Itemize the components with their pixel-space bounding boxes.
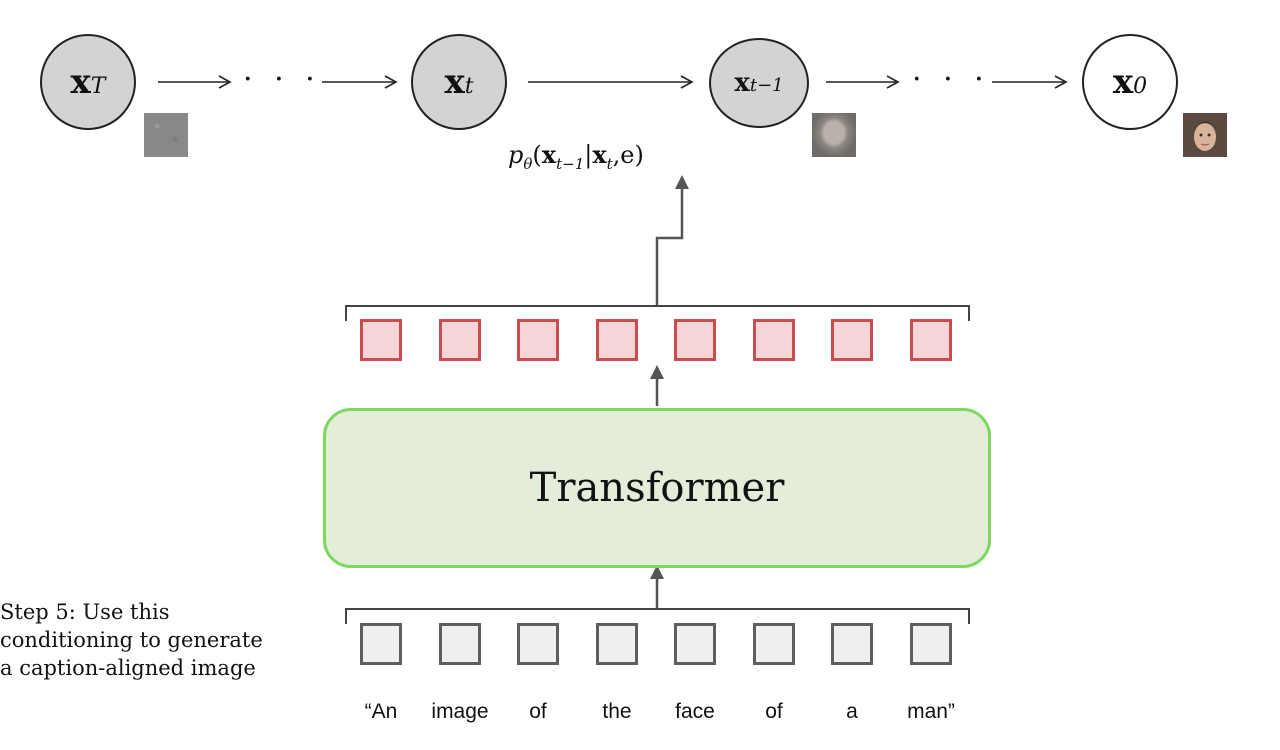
- output-token-3: [517, 319, 559, 361]
- partially-denoised-thumbnail: [812, 113, 856, 157]
- caption-word-7: a: [846, 700, 858, 723]
- output-token-6: [753, 319, 795, 361]
- conditioning-arrow: [655, 175, 689, 305]
- node-x-0: x0: [1082, 34, 1178, 130]
- input-token-4: [596, 623, 638, 665]
- output-token-4: [596, 319, 638, 361]
- input-token-2: [439, 623, 481, 665]
- transformer-block: Transformer: [323, 408, 991, 568]
- caption-word-3: of: [529, 700, 547, 723]
- face-thumbnail: [1183, 113, 1227, 157]
- input-token-7: [831, 623, 873, 665]
- node-x-T: xT: [40, 34, 136, 130]
- node-x-t-minus-1: xt−1: [709, 38, 809, 128]
- conditional-probability-formula: pθ(xt−1|xt,e): [508, 140, 644, 173]
- node-x-t: xt: [411, 34, 507, 130]
- output-embedding-bracket: [345, 305, 970, 321]
- input-token-8: [910, 623, 952, 665]
- caption-word-6: of: [765, 700, 783, 723]
- caption-word-5: face: [675, 700, 715, 723]
- output-token-8: [910, 319, 952, 361]
- caption-word-4: the: [602, 700, 632, 723]
- input-token-1: [360, 623, 402, 665]
- step-line-2: conditioning to generate: [0, 628, 263, 652]
- output-token-7: [831, 319, 873, 361]
- caption-word-1: “An: [364, 700, 398, 723]
- output-token-2: [439, 319, 481, 361]
- input-embedding-bracket: [345, 608, 970, 624]
- ellipsis-right: · · ·: [912, 62, 990, 97]
- step-line-3: a caption-aligned image: [0, 656, 256, 680]
- caption-word-2: image: [431, 700, 489, 723]
- transformer-label: Transformer: [529, 465, 785, 511]
- input-token-6: [753, 623, 795, 665]
- caption-word-8: man”: [907, 700, 955, 723]
- input-token-3: [517, 623, 559, 665]
- noise-thumbnail: [144, 113, 188, 157]
- output-token-5: [674, 319, 716, 361]
- step-line-1: Step 5: Use this: [0, 600, 170, 624]
- input-token-5: [674, 623, 716, 665]
- ellipsis-left: · · ·: [243, 62, 321, 97]
- step-note: Step 5: Use this conditioning to generat…: [0, 598, 330, 682]
- output-token-1: [360, 319, 402, 361]
